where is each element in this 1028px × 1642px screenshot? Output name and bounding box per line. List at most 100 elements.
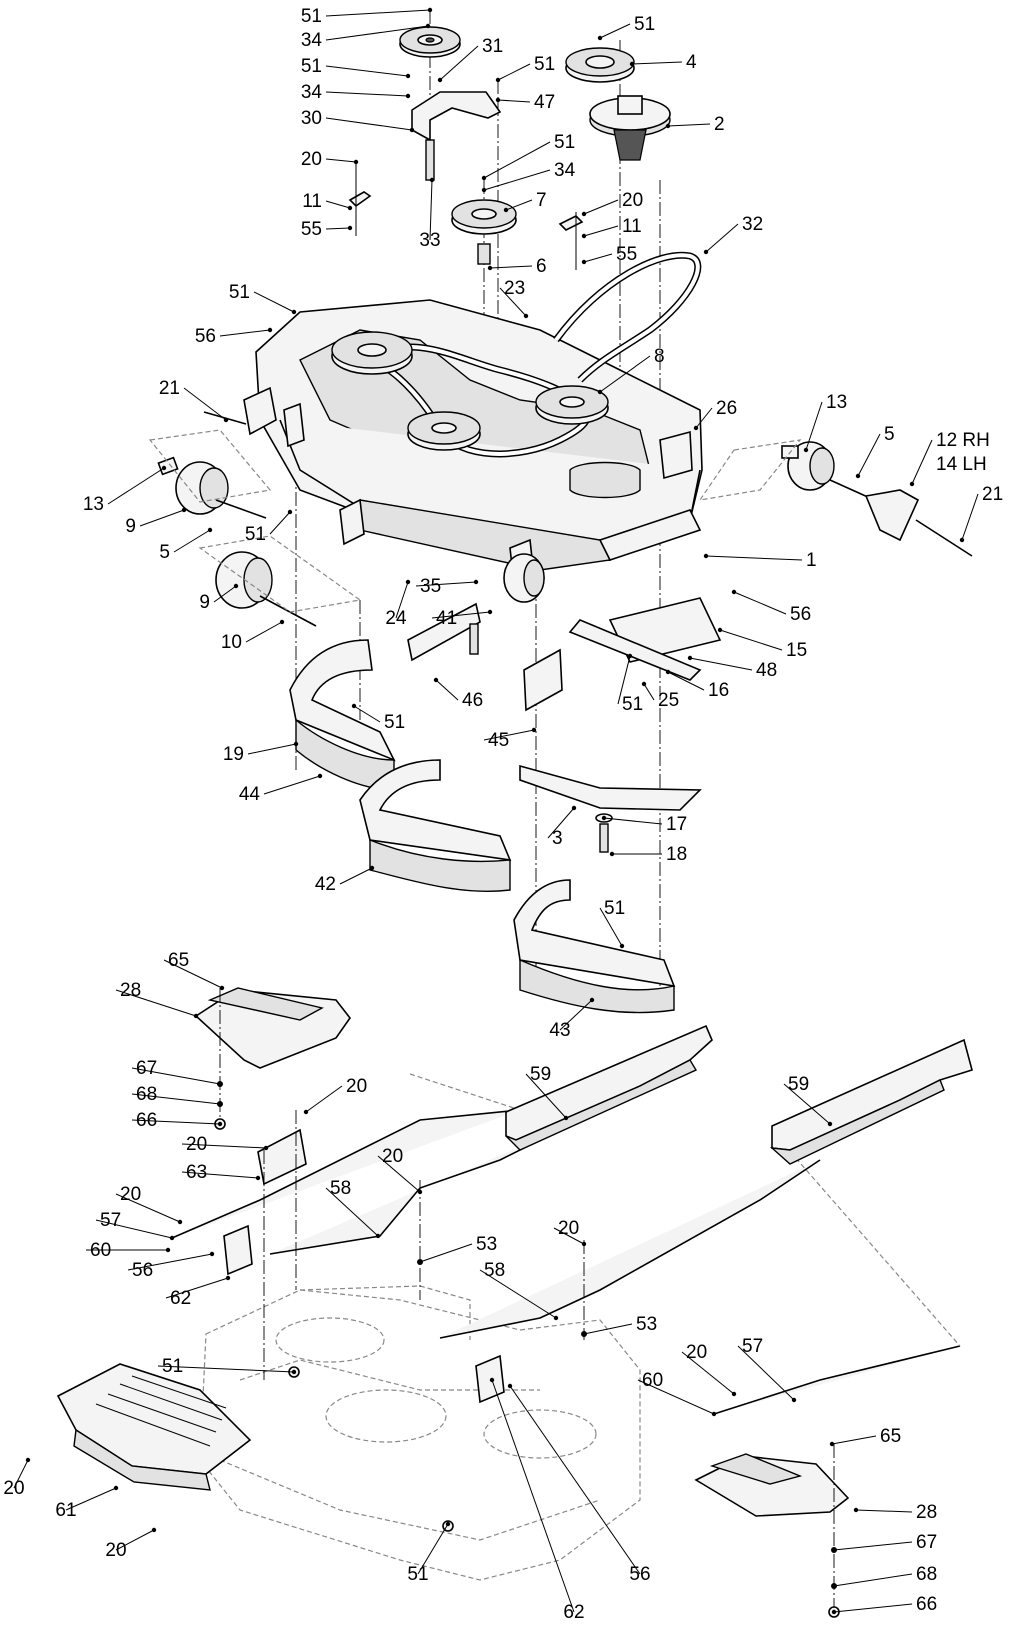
callout-c-33: 33 (419, 230, 440, 251)
leader-line-c-53-b (583, 1323, 633, 1335)
leader-end-c-57-a (169, 1235, 175, 1241)
leader-line-c-56-a (219, 329, 271, 337)
callout-c-20-c: 20 (346, 1076, 367, 1097)
callout-c-46: 46 (462, 690, 483, 711)
mount-brackets-lower (223, 1128, 505, 1404)
leader-line-c-20-i (13, 1459, 29, 1489)
callout-c-23: 23 (504, 278, 525, 299)
leader-line-c-24 (395, 581, 409, 619)
leader-end-c-67-b (831, 1547, 837, 1553)
leader-end-c-32 (703, 249, 709, 255)
leader-line-c-6 (489, 265, 533, 269)
callout-c-53-a: 53 (476, 1234, 497, 1255)
leader-end-c-51-d (597, 35, 603, 41)
callout-c-21-b: 21 (982, 484, 1003, 505)
callout-c-35: 35 (420, 576, 441, 597)
callout-c-12rh: 12 RH (936, 430, 990, 451)
callout-c-68-b: 68 (916, 1564, 937, 1585)
callout-c-41: 41 (436, 608, 457, 629)
leader-line-c-57-a (95, 1219, 173, 1239)
leader-line-c-11-b (583, 225, 619, 237)
callout-c-11-b: 11 (622, 216, 642, 237)
callout-c-20-e: 20 (382, 1146, 403, 1167)
leader-line-c-20-e (377, 1155, 421, 1193)
leader-line-c-51-l (417, 1523, 449, 1575)
idler-bracket (411, 91, 502, 181)
callout-c-20-f: 20 (120, 1184, 141, 1205)
leader-end-c-62-a (225, 1275, 231, 1281)
leader-end-c-5-a (855, 473, 861, 479)
callout-c-3: 3 (552, 828, 563, 849)
leader-line-c-21-b (961, 493, 979, 541)
leader-line-c-35 (415, 581, 477, 587)
leader-end-c-59-a (563, 1115, 569, 1121)
leader-end-c-60-b (711, 1411, 717, 1417)
leader-end-c-65-a (219, 985, 225, 991)
callout-c-8: 8 (654, 346, 665, 367)
callout-c-56-d: 56 (629, 1564, 650, 1585)
chute-rail-left (505, 1024, 713, 1151)
leader-end-c-7 (503, 207, 509, 213)
leader-end-c-9-a (181, 507, 187, 513)
callout-c-24: 24 (385, 608, 407, 629)
callout-c-28-b: 28 (916, 1502, 937, 1523)
leader-line-c-55-b (583, 253, 613, 263)
rods (171, 1073, 961, 1415)
callout-c-51-d: 51 (634, 14, 655, 35)
leader-line-c-63 (181, 1171, 259, 1179)
leader-end-c-21-a (223, 417, 229, 423)
callout-c-51-l: 51 (407, 1564, 428, 1585)
spindle-assembly (589, 95, 671, 161)
callout-c-13-a: 13 (826, 392, 847, 413)
leader-end-c-20-j (151, 1527, 157, 1533)
leader-end-c-21-b (959, 537, 965, 543)
leader-end-c-28-a (193, 1013, 199, 1019)
leader-line-c-31 (439, 45, 479, 81)
leader-end-c-56-a (267, 327, 273, 333)
callout-c-57-a: 57 (100, 1210, 121, 1231)
callout-c-58-a: 58 (330, 1178, 351, 1199)
leader-line-c-68-b (833, 1573, 913, 1587)
leader-line-c-46 (435, 679, 459, 701)
leader-line-c-13-a (805, 401, 823, 451)
leader-end-c-51-i (351, 703, 357, 709)
leader-end-c-48 (687, 655, 693, 661)
leader-line-c-26 (695, 407, 713, 429)
leader-end-c-6 (487, 265, 493, 271)
small-brackets (348, 160, 584, 270)
leader-line-c-45 (483, 729, 535, 741)
baffles-and-blade (289, 597, 722, 1014)
leader-line-c-9-b (213, 585, 237, 603)
leader-line-c-67-b (833, 1541, 913, 1551)
callout-c-65-b: 65 (880, 1426, 901, 1447)
callout-c-15: 15 (786, 640, 807, 661)
leader-line-c-60-b (637, 1379, 715, 1415)
leader-end-c-3 (571, 805, 577, 811)
chute-rail-right (769, 1038, 973, 1165)
leader-end-c-11-b (581, 233, 587, 239)
leader-line-c-15 (719, 629, 783, 651)
callout-c-62-a: 62 (170, 1288, 191, 1309)
leader-line-c-13-b (107, 467, 165, 505)
leader-line-c-65-b (831, 1435, 877, 1445)
callout-c-68-a: 68 (136, 1084, 157, 1105)
callout-c-58-b: 58 (484, 1260, 505, 1281)
callout-c-19: 19 (223, 744, 244, 765)
leader-line-c-34-c (483, 169, 551, 191)
leader-line-c-20-d (181, 1143, 267, 1149)
leader-line-c-19 (247, 743, 297, 755)
leader-end-c-33 (429, 177, 435, 183)
drive-pulley (565, 47, 635, 83)
leader-line-c-62-a (165, 1277, 229, 1299)
callout-c-61: 61 (55, 1500, 76, 1521)
callout-c-67-b: 67 (916, 1532, 937, 1553)
leader-line-c-61 (65, 1487, 117, 1511)
leader-end-c-53-a (417, 1259, 423, 1265)
leader-end-c-9-b (233, 583, 239, 589)
leader-end-c-19 (293, 741, 299, 747)
leader-end-c-63 (255, 1175, 261, 1181)
leader-end-c-35 (473, 579, 479, 585)
callout-c-51-g: 51 (245, 524, 266, 545)
caster-wheels (157, 411, 973, 627)
leader-line-c-66-b (833, 1603, 913, 1613)
